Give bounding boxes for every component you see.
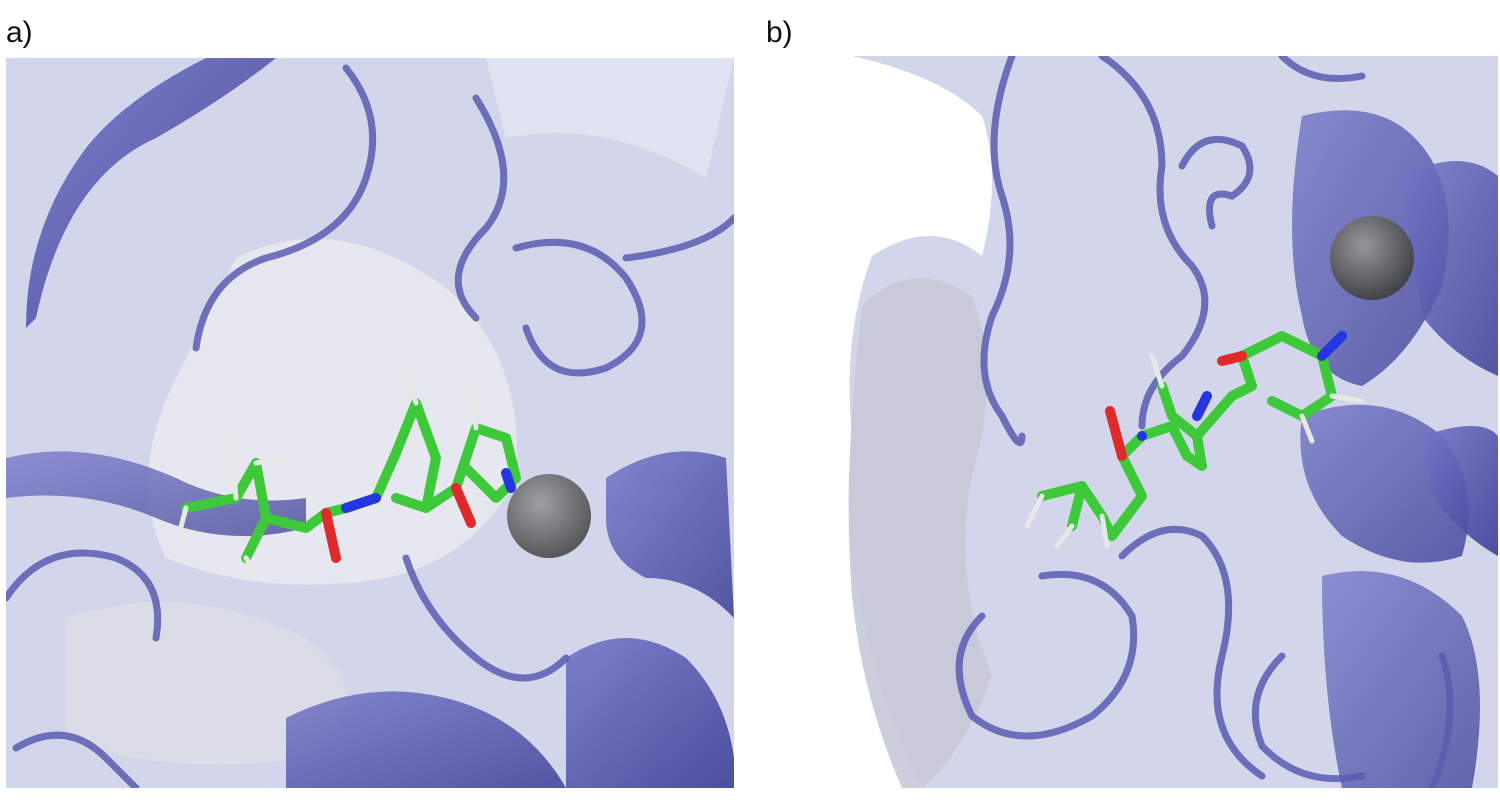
alpha-helix bbox=[606, 451, 734, 618]
metal-ion-sphere bbox=[507, 474, 591, 558]
alpha-helix bbox=[6, 451, 306, 536]
protein-render-b bbox=[842, 56, 1498, 788]
alpha-helix bbox=[566, 638, 734, 788]
protein-loops bbox=[6, 64, 734, 788]
surface-region bbox=[486, 58, 734, 178]
ligand-stick-model-a bbox=[175, 365, 521, 576]
alpha-helix bbox=[26, 58, 276, 328]
panel-a-molecular-render bbox=[6, 58, 734, 788]
alpha-helix bbox=[286, 691, 566, 788]
metal-ion-sphere bbox=[1330, 216, 1414, 300]
panel-b-label: b) bbox=[766, 16, 793, 49]
ligand-stick-model-b bbox=[1024, 331, 1365, 549]
surface-region bbox=[66, 602, 346, 765]
protein-render-a bbox=[6, 58, 734, 788]
panel-b-molecular-render bbox=[842, 56, 1498, 788]
alpha-helix bbox=[1422, 426, 1498, 556]
alpha-helix bbox=[1402, 161, 1498, 376]
alpha-helix bbox=[1322, 571, 1480, 788]
protein-loops bbox=[955, 56, 1454, 788]
panel-a-label: a) bbox=[6, 16, 33, 49]
